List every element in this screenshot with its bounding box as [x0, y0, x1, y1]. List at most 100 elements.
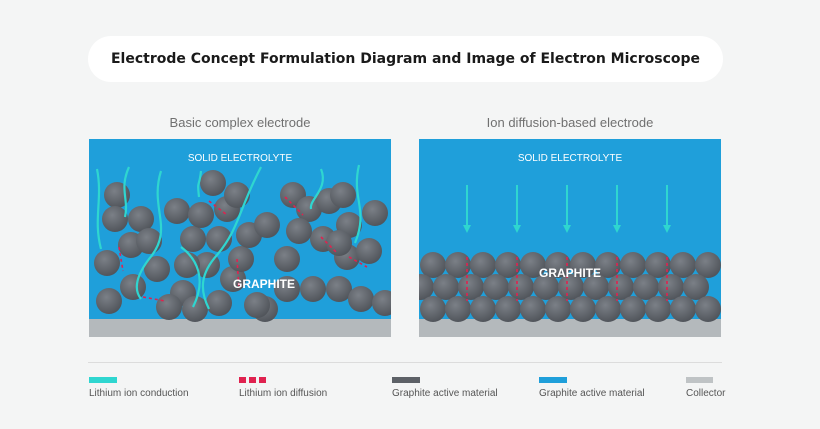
conduction-line	[309, 168, 324, 210]
diffusion-swatch	[239, 377, 246, 383]
graphite-particle	[508, 274, 534, 300]
graphite-label: GRAPHITE	[539, 266, 601, 280]
graphite-particle	[348, 286, 374, 312]
graphite-particle	[533, 274, 559, 300]
graphite-particles	[419, 252, 721, 322]
legend-label: Collector	[686, 388, 726, 399]
graphite-particle	[286, 218, 312, 244]
graphite-particle	[274, 246, 300, 272]
diffusion-swatch	[249, 377, 256, 383]
graphite-particle	[545, 252, 571, 278]
left-panel-title: Basic complex electrode	[169, 115, 311, 130]
diffusion-line	[208, 200, 228, 216]
graphite-particle	[136, 228, 162, 254]
graphite-particle	[608, 274, 634, 300]
solid-electrolyte-label: SOLID ELECTROLYTE	[188, 153, 293, 164]
graphite-particle	[520, 296, 546, 322]
graphite-particle	[470, 252, 496, 278]
graphite-particle	[695, 296, 721, 322]
conduction-line	[135, 170, 163, 300]
conduction-arrows	[463, 185, 671, 233]
graphite-particle	[545, 296, 571, 322]
graphite-particle	[495, 296, 521, 322]
graphite-particle	[326, 230, 352, 256]
legend-label: Graphite active material	[392, 388, 498, 399]
diffusion-paths	[466, 257, 668, 301]
graphite-particle	[254, 212, 280, 238]
conduction-line	[123, 166, 131, 218]
graphite-particle	[326, 276, 352, 302]
collector-layer	[89, 319, 391, 337]
graphite-particle	[645, 252, 671, 278]
graphite-particle	[274, 276, 300, 302]
graphite-particle	[595, 252, 621, 278]
graphite-particle	[200, 170, 226, 196]
graphite-particle	[458, 274, 484, 300]
diffusion-swatch	[259, 377, 266, 383]
conduction-paths	[95, 164, 362, 310]
graphite-particle	[228, 246, 254, 272]
graphite-particle	[96, 288, 122, 314]
graphite-particle	[520, 252, 546, 278]
arrow-head-icon	[563, 225, 571, 233]
title-banner: Electrode Concept Formulation Diagram an…	[88, 36, 723, 82]
graphite-swatch	[392, 377, 420, 383]
graphite-label: GRAPHITE	[233, 277, 295, 291]
graphite-particle	[683, 274, 709, 300]
graphite-particle	[372, 290, 391, 316]
diffusion-line	[236, 258, 240, 290]
graphite-particle	[244, 292, 270, 318]
graphite-particle	[102, 206, 128, 232]
graphite-particle	[495, 252, 521, 278]
arrow-head-icon	[663, 225, 671, 233]
graphite-particle	[445, 252, 471, 278]
collector-layer	[419, 319, 721, 337]
graphite-particle	[658, 274, 684, 300]
graphite-particle	[470, 296, 496, 322]
page-title: Electrode Concept Formulation Diagram an…	[110, 51, 701, 67]
conduction-line	[201, 166, 262, 310]
legend-divider	[88, 362, 722, 363]
graphite-particle	[583, 274, 609, 300]
graphite-particle	[206, 290, 232, 316]
arrow-head-icon	[463, 225, 471, 233]
diffusion-line	[320, 236, 338, 254]
conduction-line	[197, 170, 203, 198]
graphite-particle	[433, 274, 459, 300]
graphite-particle	[330, 182, 356, 208]
graphite-particle	[420, 252, 446, 278]
graphite-particle	[570, 296, 596, 322]
basic-electrode-diagram: SOLID ELECTROLYTE GRAPHITE	[89, 139, 391, 337]
graphite-particle	[419, 274, 434, 300]
right-panel-title: Ion diffusion-based electrode	[486, 115, 654, 130]
arrow-head-icon	[513, 225, 521, 233]
graphite-particle	[695, 252, 721, 278]
graphite-particle	[180, 226, 206, 252]
electrolyte-swatch	[539, 377, 567, 383]
ion-diffusion-electrode-diagram: SOLID ELECTROLYTE GRAPHITE	[419, 139, 721, 337]
conduction-line	[180, 246, 201, 308]
legend-label: Lithium ion conduction	[89, 388, 189, 399]
graphite-particle	[188, 202, 214, 228]
graphite-particle	[224, 182, 250, 208]
graphite-particle	[633, 274, 659, 300]
legend-label: Graphite active material	[539, 388, 645, 399]
graphite-particle	[558, 274, 584, 300]
graphite-particle	[620, 252, 646, 278]
graphite-particle	[595, 296, 621, 322]
conduction-swatch	[89, 377, 117, 383]
diffusion-line	[284, 196, 304, 216]
conduction-line	[95, 168, 103, 250]
graphite-particle	[570, 252, 596, 278]
graphite-particle	[144, 256, 170, 282]
arrow-head-icon	[613, 225, 621, 233]
graphite-particle	[356, 238, 382, 264]
diffusion-paths	[118, 196, 368, 302]
graphite-particle	[483, 274, 509, 300]
graphite-particle	[120, 274, 146, 300]
graphite-particle	[670, 252, 696, 278]
collector-swatch	[686, 377, 713, 383]
graphite-particle	[94, 250, 120, 276]
diffusion-line	[118, 246, 124, 272]
graphite-particle	[445, 296, 471, 322]
